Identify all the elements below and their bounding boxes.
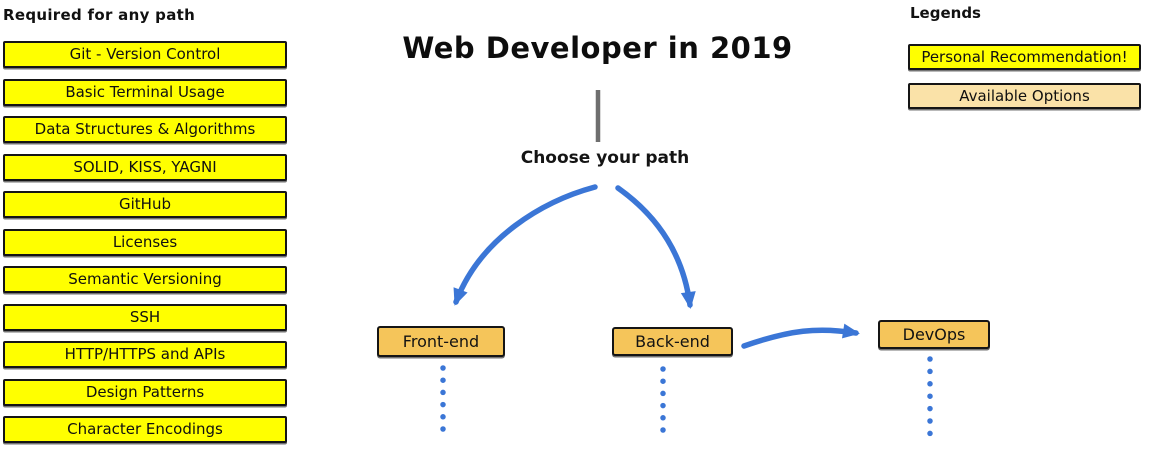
legend-item: Personal Recommendation!: [908, 44, 1141, 70]
legend-list: Personal Recommendation! Available Option…: [908, 44, 1141, 109]
arrow-to-backend: [615, 185, 696, 309]
required-item: GitHub: [3, 191, 287, 218]
path-box-backend: Back-end: [612, 327, 733, 356]
required-item: Semantic Versioning: [3, 266, 287, 293]
arrow-backend-to-devops: [741, 323, 860, 349]
legend-item: Available Options: [908, 83, 1141, 109]
arrow-to-frontend: [453, 184, 598, 306]
choose-your-path-label: Choose your path: [520, 148, 690, 168]
required-item: Git - Version Control: [3, 41, 287, 68]
required-item: SOLID, KISS, YAGNI: [3, 153, 287, 181]
legends-heading: Legends: [910, 4, 981, 22]
path-box-devops: DevOps: [878, 320, 990, 349]
required-item: SSH: [3, 303, 287, 331]
required-item: Character Encodings: [3, 416, 287, 443]
required-item: Data Structures & Algorithms: [3, 116, 287, 143]
required-item: Design Patterns: [3, 378, 287, 406]
required-item: Basic Terminal Usage: [3, 78, 287, 106]
path-box-frontend: Front-end: [377, 326, 505, 357]
required-heading: Required for any path: [3, 6, 196, 24]
page-title: Web Developer in 2019: [402, 31, 793, 65]
required-item: HTTP/HTTPS and APIs: [3, 341, 287, 368]
required-item: Licenses: [3, 228, 287, 256]
